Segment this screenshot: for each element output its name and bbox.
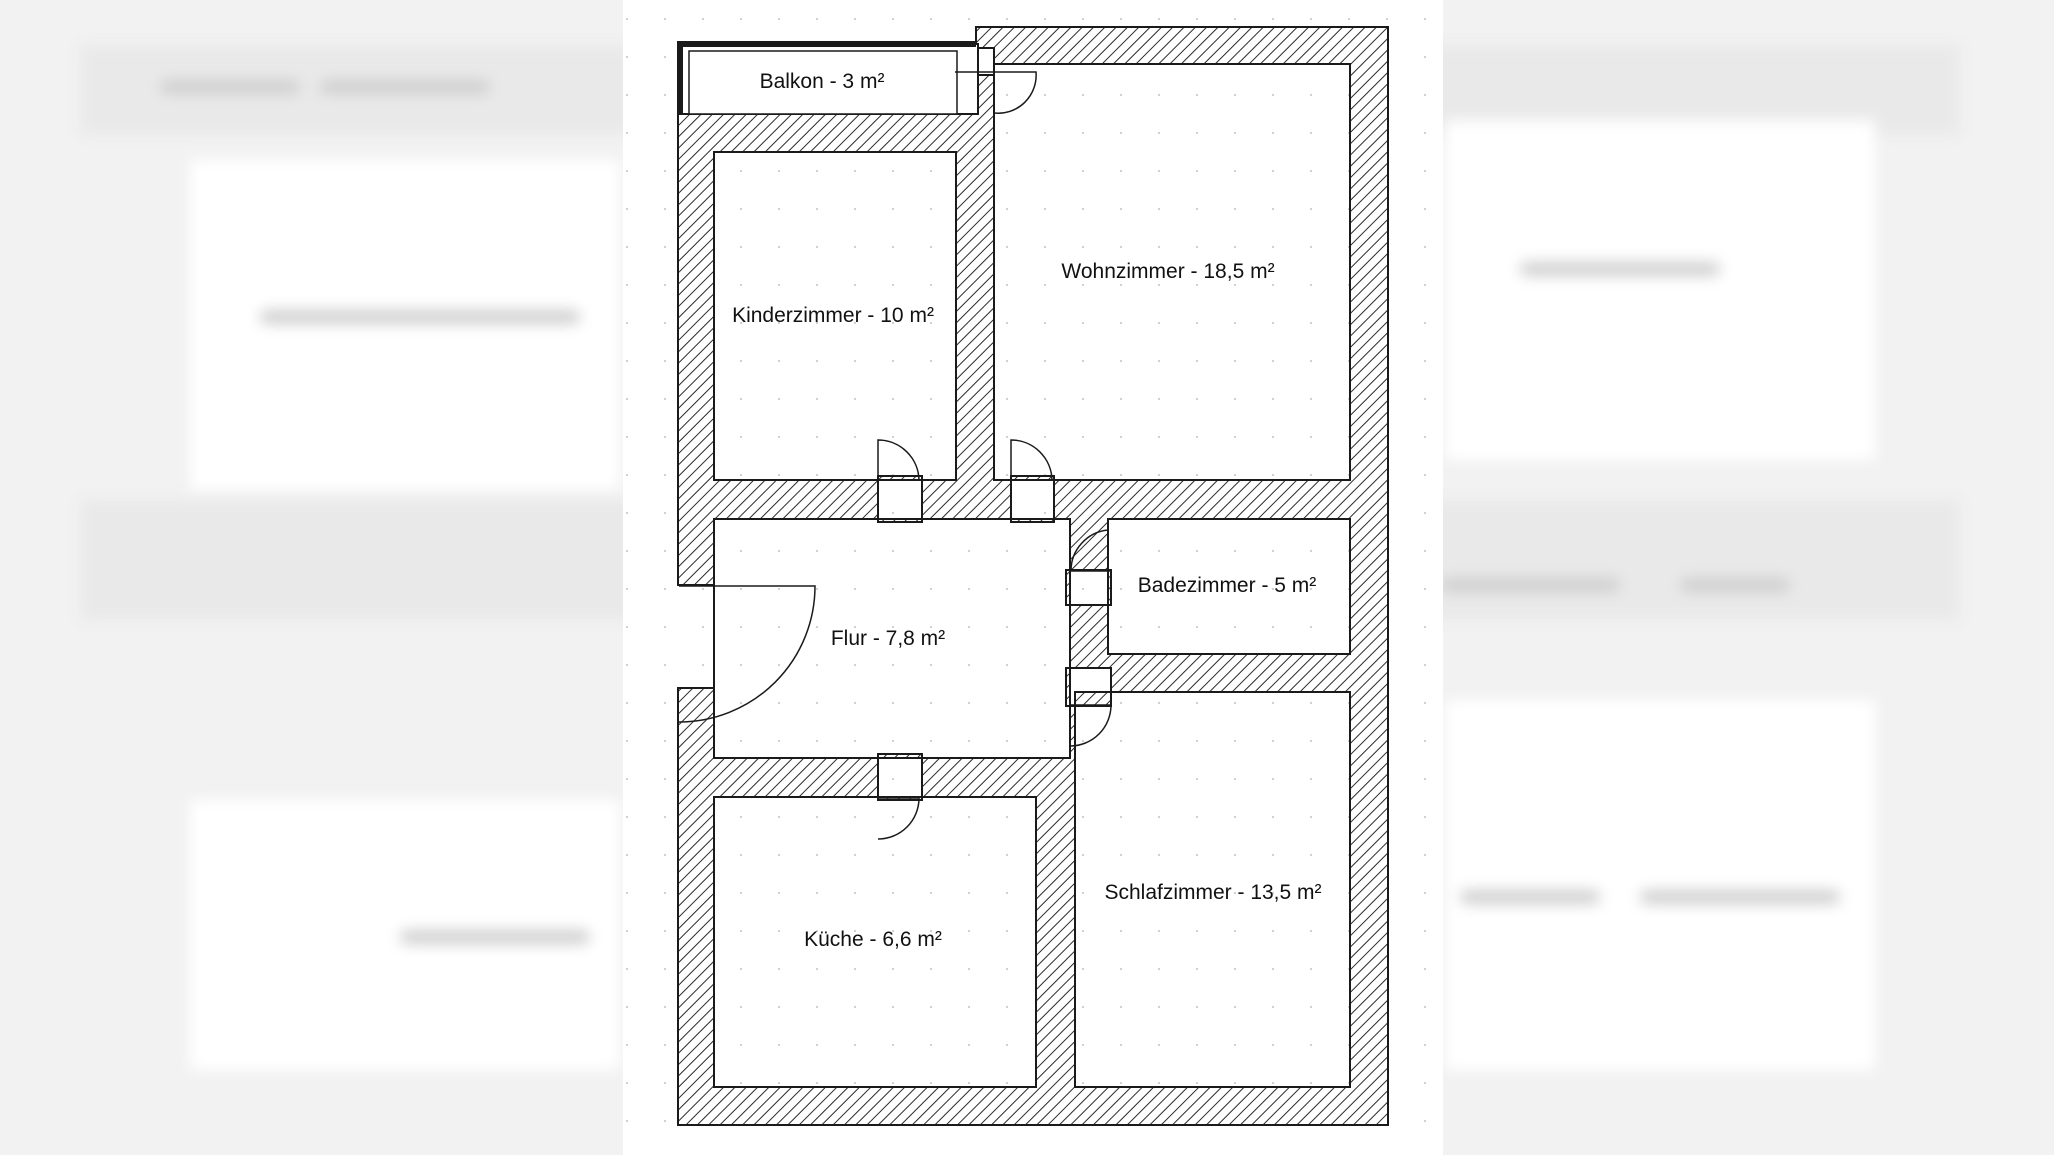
blurred-text — [1460, 890, 1600, 904]
door-schlafzimmer[interactable] — [1069, 704, 1112, 747]
door-badezimmer[interactable] — [1070, 529, 1111, 572]
room-label-schlafzimmer: Schlafzimmer - 13,5 m² — [1104, 881, 1321, 904]
blurred-panel-right — [1445, 700, 1875, 1070]
room-label-badezimmer: Badezimmer - 5 m² — [1138, 574, 1317, 597]
door-wohnzimmer[interactable] — [1010, 439, 1053, 481]
blurred-text — [1680, 578, 1790, 592]
blurred-text — [1640, 890, 1840, 904]
blurred-panel-left — [190, 160, 620, 490]
room-label-flur: Flur - 7,8 m² — [831, 627, 945, 650]
blurred-text — [1440, 578, 1620, 592]
balcony — [677, 41, 979, 115]
floor-plan-sheet: Balkon - 3 m² Wohnzimmer - 18,5 m² Kinde… — [623, 0, 1443, 1155]
blurred-panel-right — [1445, 120, 1875, 460]
room-label-wohnzimmer: Wohnzimmer - 18,5 m² — [1061, 260, 1274, 283]
blurred-text — [400, 930, 590, 944]
blurred-header-text — [320, 80, 490, 94]
blurred-header-text — [160, 80, 300, 94]
blurred-text — [260, 310, 580, 324]
door-entrance[interactable] — [678, 585, 816, 723]
door-balkon[interactable] — [955, 71, 1037, 114]
door-kueche[interactable] — [877, 797, 920, 840]
floor-plan: Balkon - 3 m² Wohnzimmer - 18,5 m² Kinde… — [623, 0, 1443, 1155]
room-label-kinderzimmer: Kinderzimmer - 10 m² — [732, 304, 934, 327]
grid-dots — [623, 0, 1443, 1155]
door-kinderzimmer[interactable] — [877, 439, 920, 481]
room-label-kueche: Küche - 6,6 m² — [804, 928, 942, 951]
room-label-balkon: Balkon - 3 m² — [760, 70, 885, 93]
blurred-text — [1520, 262, 1720, 276]
